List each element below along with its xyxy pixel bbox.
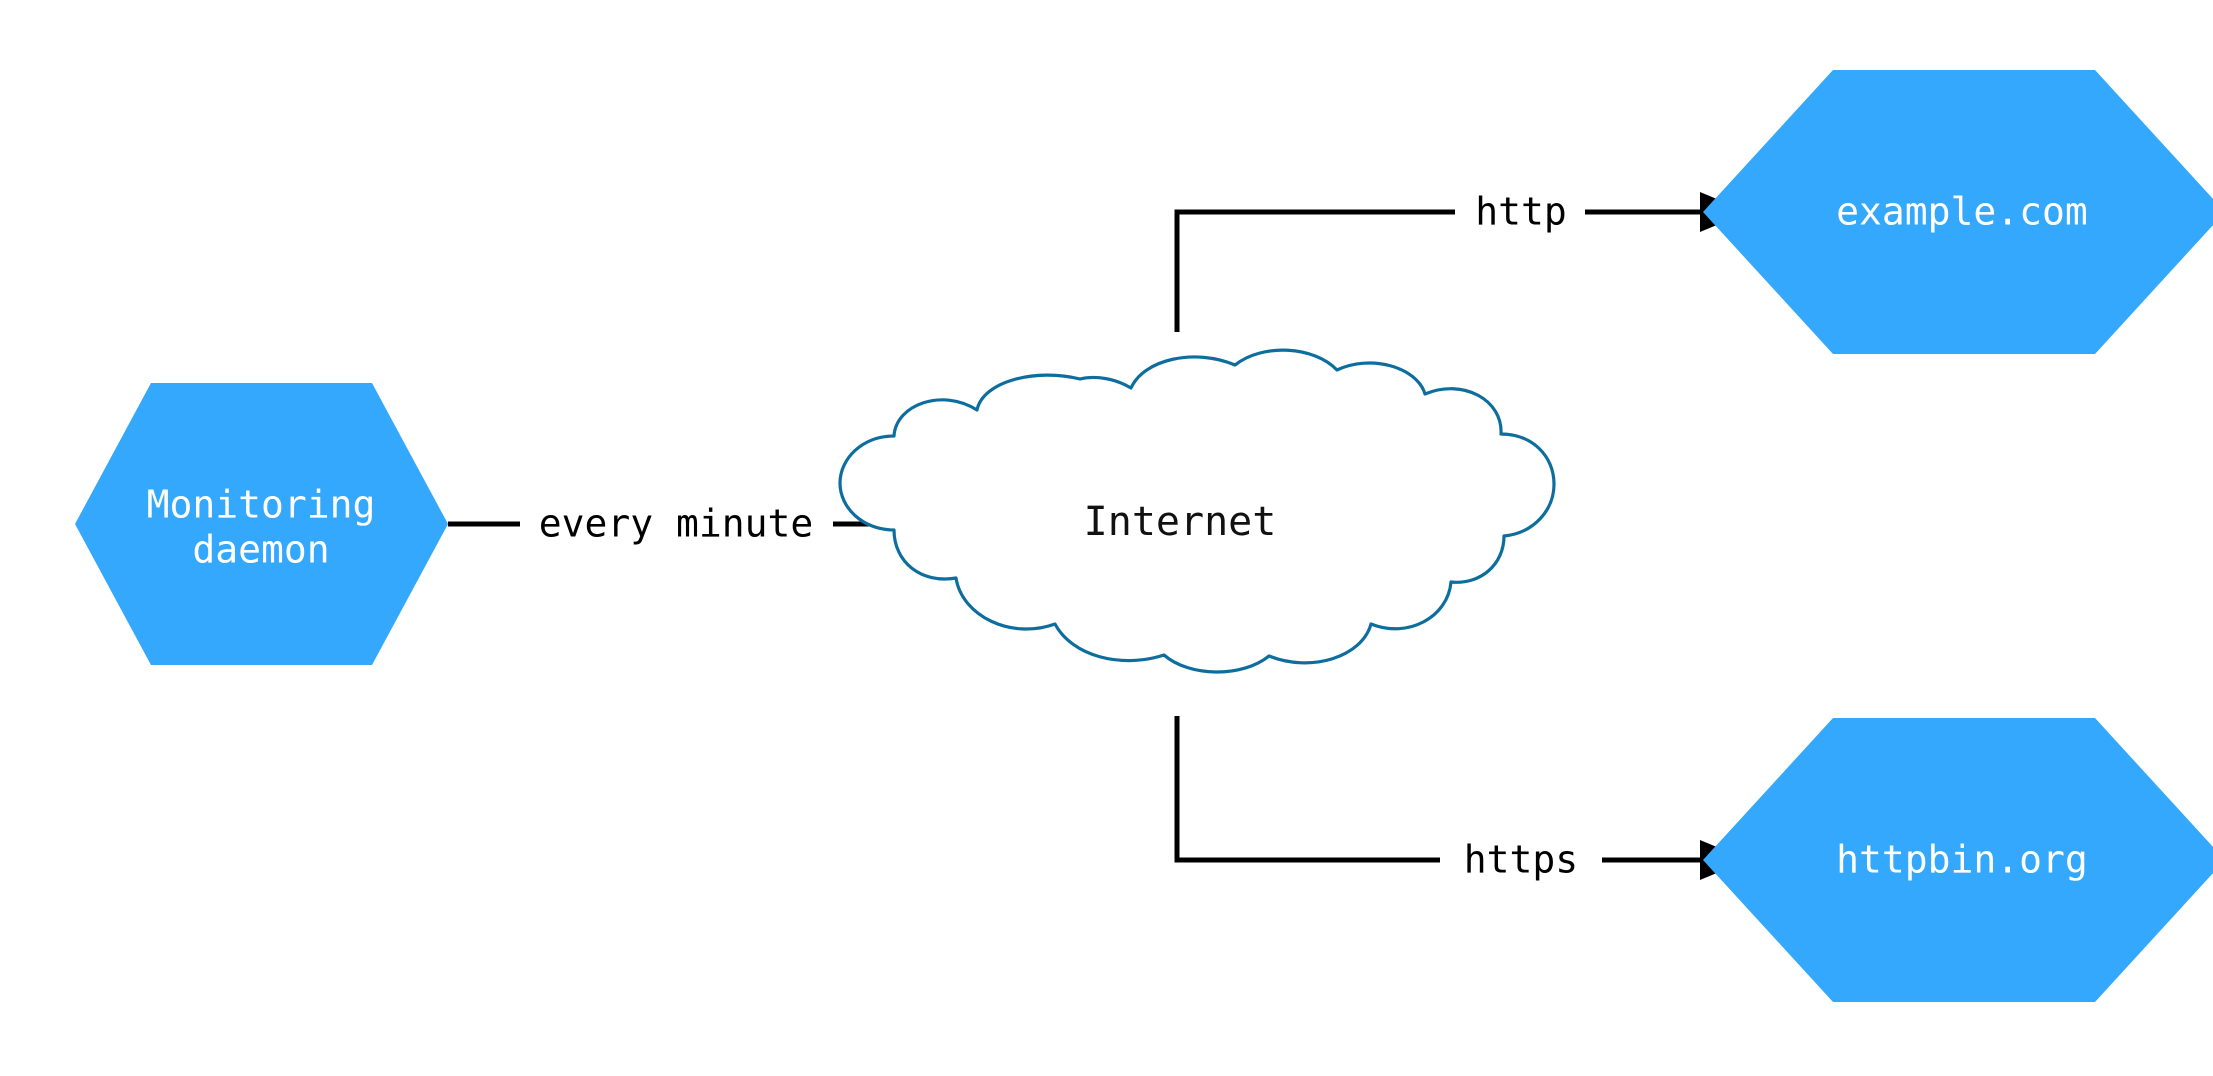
node-internet[interactable]: Internet bbox=[838, 348, 1556, 674]
edge-label-http: http bbox=[1475, 190, 1567, 234]
edge-label-every-minute: every minute bbox=[539, 502, 814, 546]
edge-http-path bbox=[1174, 209, 1455, 332]
edge-internet-to-httpbin[interactable]: https bbox=[1174, 716, 1748, 882]
internet-cloud-shape bbox=[838, 348, 1556, 674]
edge-https-path bbox=[1174, 716, 1440, 863]
example-com-label: example.com bbox=[1836, 190, 2088, 234]
node-monitoring-daemon[interactable]: Monitoring daemon bbox=[75, 383, 448, 665]
node-example-com[interactable]: example.com bbox=[1703, 70, 2213, 354]
edge-label-https: https bbox=[1464, 838, 1578, 882]
httpbin-org-label: httpbin.org bbox=[1836, 838, 2088, 882]
example-com-hexagon bbox=[1703, 70, 2213, 354]
edge-internet-to-example[interactable]: http bbox=[1174, 190, 1748, 333]
monitoring-daemon-label-line2: daemon bbox=[192, 528, 329, 572]
internet-label: Internet bbox=[1084, 499, 1277, 545]
monitoring-daemon-label-line1: Monitoring bbox=[147, 483, 376, 527]
httpbin-org-hexagon bbox=[1703, 718, 2213, 1002]
monitoring-daemon-hexagon bbox=[75, 383, 448, 665]
node-httpbin-org[interactable]: httpbin.org bbox=[1703, 718, 2213, 1002]
